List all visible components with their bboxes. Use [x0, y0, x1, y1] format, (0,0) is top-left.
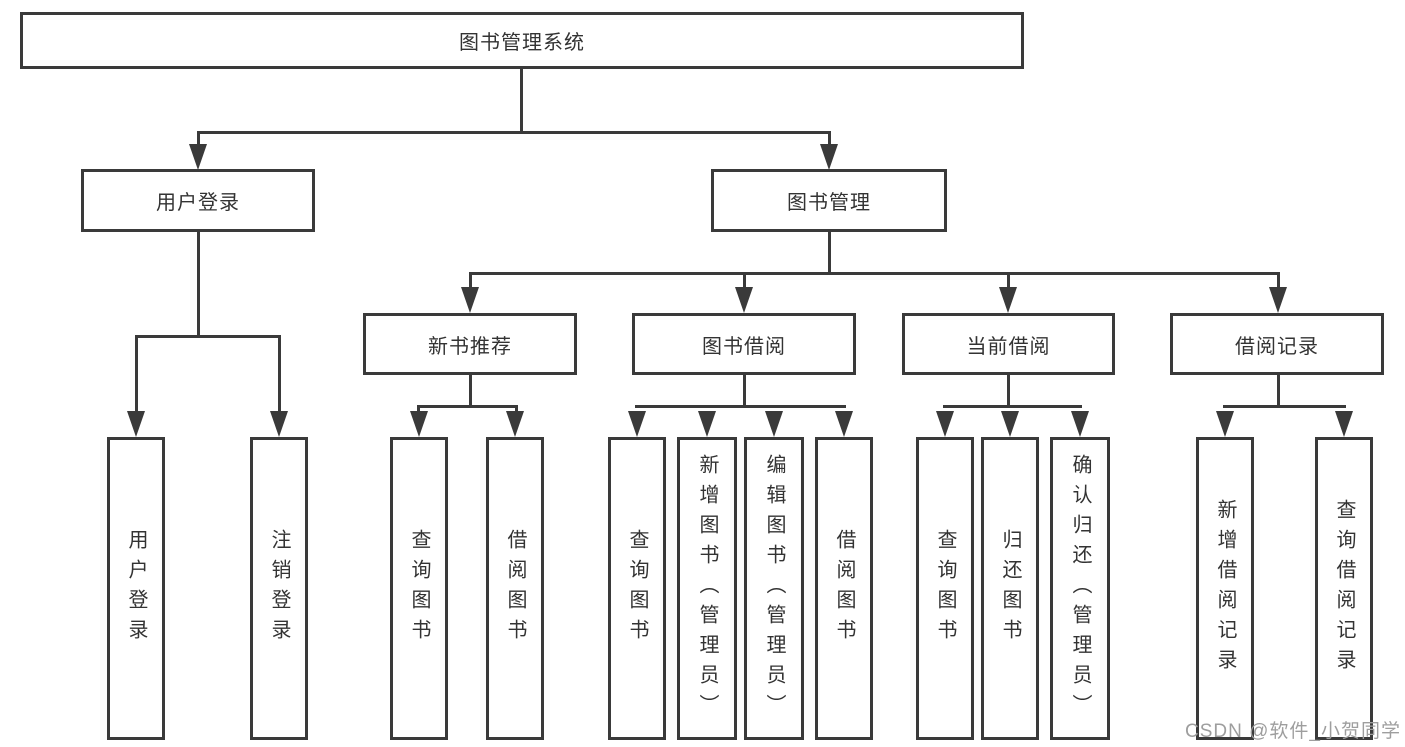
arrow-down-icon: [698, 411, 716, 437]
leaf-borrow-books-borrow: 借阅图书: [815, 437, 873, 740]
node-book-borrowing: 图书借阅: [632, 313, 856, 375]
leaf-logout-login: 注销登录: [250, 437, 308, 740]
arrow-down-icon: [1001, 411, 1019, 437]
connector-vline: [197, 131, 200, 150]
arrow-down-icon: [189, 144, 207, 170]
connector-vline: [515, 405, 518, 415]
connector-vline: [520, 69, 523, 131]
arrow-down-icon: [1335, 411, 1353, 437]
node-new-book-recommendation: 新书推荐: [363, 313, 577, 375]
connector-vline: [743, 375, 746, 405]
arrow-down-icon: [461, 287, 479, 313]
csdn-watermark: CSDN @软件_小贺同学: [1185, 721, 1401, 742]
leaf-user-login: 用户登录: [107, 437, 165, 740]
arrow-down-icon: [1216, 411, 1234, 437]
connector-vline: [1277, 375, 1280, 405]
connector-vline: [743, 272, 746, 292]
arrow-down-icon: [735, 287, 753, 313]
node-root-library-management-system: 图书管理系统: [20, 12, 1024, 69]
leaf-query-books-borrow: 查询图书: [608, 437, 666, 740]
arrow-down-icon: [1071, 411, 1089, 437]
arrow-down-icon: [936, 411, 954, 437]
connector-vline: [135, 335, 138, 415]
arrow-down-icon: [765, 411, 783, 437]
node-book-management: 图书管理: [711, 169, 947, 232]
node-user-login: 用户登录: [81, 169, 315, 232]
connector-vline: [469, 272, 472, 292]
node-current-borrowing: 当前借阅: [902, 313, 1115, 375]
connector-vline: [417, 405, 420, 415]
arrow-down-icon: [127, 411, 145, 437]
node-borrowing-records: 借阅记录: [1170, 313, 1384, 375]
leaf-add-books-admin: 新增图书（管理员）: [677, 437, 737, 740]
connector-vline: [1277, 272, 1280, 292]
arrow-down-icon: [410, 411, 428, 437]
connector-hline: [943, 405, 1082, 408]
connector-vline: [278, 335, 281, 415]
leaf-confirm-return-admin: 确认归还（管理员）: [1050, 437, 1110, 740]
arrow-down-icon: [628, 411, 646, 437]
leaf-return-books: 归还图书: [981, 437, 1039, 740]
leaf-add-borrow-record: 新增借阅记录: [1196, 437, 1254, 740]
leaf-query-borrow-record: 查询借阅记录: [1315, 437, 1373, 740]
arrow-down-icon: [270, 411, 288, 437]
leaf-edit-books-admin: 编辑图书（管理员）: [744, 437, 804, 740]
arrow-down-icon: [820, 144, 838, 170]
arrow-down-icon: [1269, 287, 1287, 313]
connector-vline: [1007, 375, 1010, 405]
leaf-query-books-current: 查询图书: [916, 437, 974, 740]
arrow-down-icon: [506, 411, 524, 437]
connector-vline: [469, 375, 472, 405]
connector-vline: [828, 232, 831, 272]
leaf-borrow-books-newbook: 借阅图书: [486, 437, 544, 740]
connector-hline: [635, 405, 846, 408]
connector-vline: [197, 232, 200, 335]
connector-vline: [1007, 272, 1010, 292]
connector-hline: [1223, 405, 1346, 408]
connector-hline: [197, 131, 831, 134]
connector-hline: [135, 335, 281, 338]
connector-hline: [417, 405, 518, 408]
arrow-down-icon: [835, 411, 853, 437]
connector-hline: [469, 272, 1280, 275]
arrow-down-icon: [999, 287, 1017, 313]
leaf-query-books-newbook: 查询图书: [390, 437, 448, 740]
connector-vline: [828, 131, 831, 150]
